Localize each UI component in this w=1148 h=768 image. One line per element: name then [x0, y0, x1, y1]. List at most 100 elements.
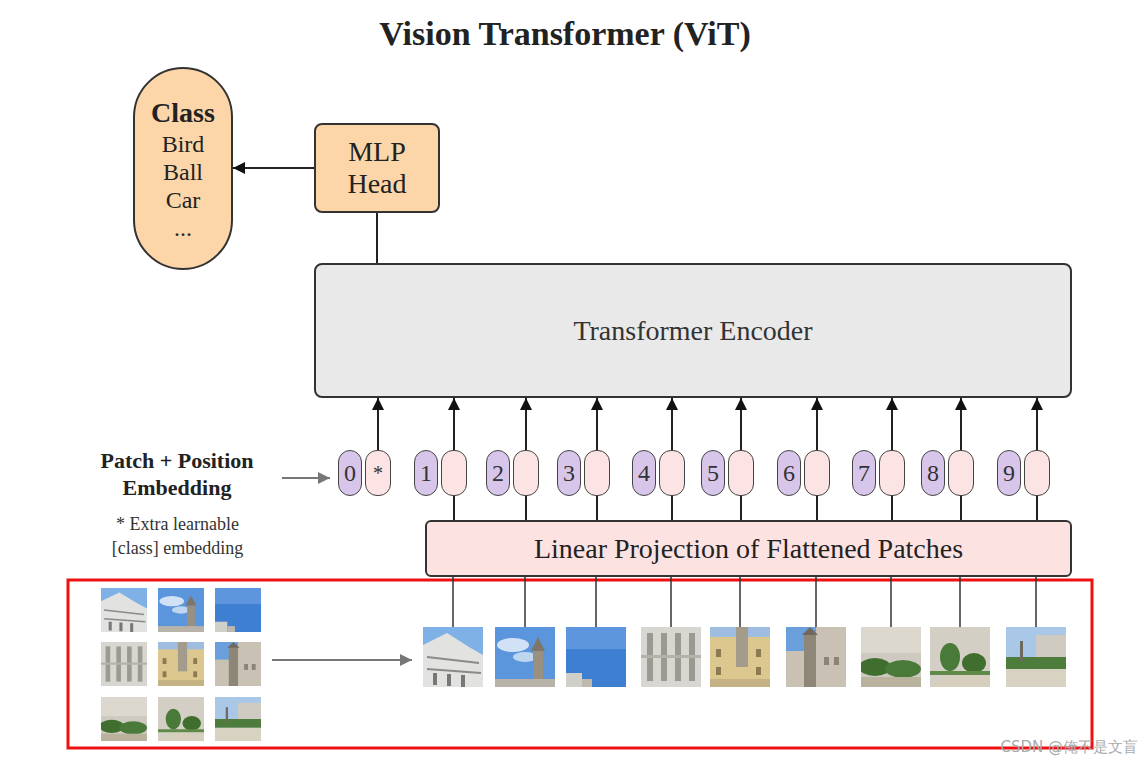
connector-line: [1036, 496, 1038, 520]
patch-embedding-pill: [659, 450, 685, 496]
embedding-token: 8: [921, 450, 974, 496]
flatten-arrow: [272, 659, 412, 661]
token-number: 0: [344, 460, 356, 486]
connector-line: [960, 398, 962, 450]
image-patch: [423, 627, 483, 687]
token-number: 9: [1003, 460, 1015, 486]
connector-line: [891, 398, 893, 450]
connector-line: [453, 496, 455, 520]
token-number: 6: [783, 460, 795, 486]
connector-line: [891, 496, 893, 520]
embedding-token: 2: [486, 450, 539, 496]
image-patch: [495, 627, 555, 687]
connector-line: [960, 496, 962, 520]
position-embedding-pill: 6: [777, 450, 801, 496]
patch-embedding-pill: [804, 450, 830, 496]
image-patch: [215, 642, 261, 686]
image-patch: [215, 697, 261, 741]
embedding-token: 9: [997, 450, 1050, 496]
image-patch: [566, 627, 626, 687]
patch-line: [739, 577, 741, 627]
mlp-label: MLP Head: [327, 136, 427, 200]
class-token-mark: *: [373, 462, 383, 484]
image-patch: [158, 642, 204, 686]
image-patch: [930, 627, 990, 687]
node-text-stack: ClassBirdBallCar...: [151, 96, 215, 242]
class-pill: ClassBirdBallCar...: [133, 67, 233, 270]
embedding-token: 7: [852, 450, 905, 496]
image-patch: [710, 627, 770, 687]
image-patch: [158, 588, 204, 632]
image-patch: [158, 697, 204, 741]
class-option: Ball: [151, 158, 215, 186]
patch-embedding-pill: [948, 450, 974, 496]
embedding-label: Patch + Position Embedding: [72, 447, 282, 501]
token-number: 4: [638, 460, 650, 486]
embedding-token: 3: [557, 450, 610, 496]
encoder-label: Transformer Encoder: [573, 315, 812, 347]
token-number: 5: [707, 460, 719, 486]
pointer-arrow: [282, 477, 330, 479]
connector-line: [376, 213, 378, 263]
projection-label: Linear Projection of Flattened Patches: [534, 533, 963, 565]
class-option: ...: [151, 214, 215, 242]
encoder-box: Transformer Encoder: [314, 263, 1072, 398]
embedding-token: 1: [414, 450, 467, 496]
node-text-stack: MLP Head: [327, 136, 427, 200]
image-patch: [101, 588, 147, 632]
connector-line: [525, 398, 527, 450]
position-embedding-pill: 4: [632, 450, 656, 496]
token-number: 2: [492, 460, 504, 486]
position-embedding-pill: 3: [557, 450, 581, 496]
connector-line: [816, 398, 818, 450]
patch-embedding-pill: *: [365, 450, 391, 496]
connector-line: [740, 496, 742, 520]
patch-embedding-pill: [441, 450, 467, 496]
patch-line: [670, 577, 672, 627]
class-heading: Class: [151, 96, 215, 130]
mlp-head-box: MLP Head: [314, 123, 440, 213]
connector-line: [740, 398, 742, 450]
patch-line: [815, 577, 817, 627]
image-patch: [859, 627, 921, 687]
connector-line: [596, 398, 598, 450]
patch-embedding-pill: [728, 450, 754, 496]
patch-embedding-pill: [1024, 450, 1050, 496]
connector-line: [453, 398, 455, 450]
position-embedding-pill: 8: [921, 450, 945, 496]
image-patch: [99, 697, 147, 741]
connector-line: [377, 398, 379, 450]
patch-line: [524, 577, 526, 627]
position-embedding-pill: 1: [414, 450, 438, 496]
class-option: Bird: [151, 130, 215, 158]
patch-line: [1035, 577, 1037, 627]
patch-line: [890, 577, 892, 627]
diagram-title: Vision Transformer (ViT): [0, 14, 1130, 54]
connector-line: [233, 167, 314, 169]
position-embedding-pill: 0: [338, 450, 362, 496]
embedding-token: 5: [701, 450, 754, 496]
token-number: 3: [563, 460, 575, 486]
token-number: 8: [927, 460, 939, 486]
patch-line: [595, 577, 597, 627]
patch-line: [452, 577, 454, 627]
patch-embedding-pill: [879, 450, 905, 496]
token-number: 7: [858, 460, 870, 486]
position-embedding-pill: 7: [852, 450, 876, 496]
patch-line: [959, 577, 961, 627]
image-patch: [1006, 627, 1066, 687]
connector-line: [1036, 398, 1038, 450]
class-token-note: * Extra learnable [class] embedding: [95, 512, 260, 560]
position-embedding-pill: 9: [997, 450, 1021, 496]
image-patch: [215, 588, 261, 632]
highlight-frame: [68, 580, 1092, 748]
connector-line: [525, 496, 527, 520]
embedding-token: 6: [777, 450, 830, 496]
projection-box: Linear Projection of Flattened Patches: [425, 520, 1072, 577]
watermark: CSDN @俺不是文盲: [900, 737, 1138, 757]
connector-line: [596, 496, 598, 520]
patch-embedding-pill: [513, 450, 539, 496]
node-text-stack: Transformer Encoder: [573, 315, 812, 347]
connector-line: [671, 398, 673, 450]
connector-line: [671, 496, 673, 520]
